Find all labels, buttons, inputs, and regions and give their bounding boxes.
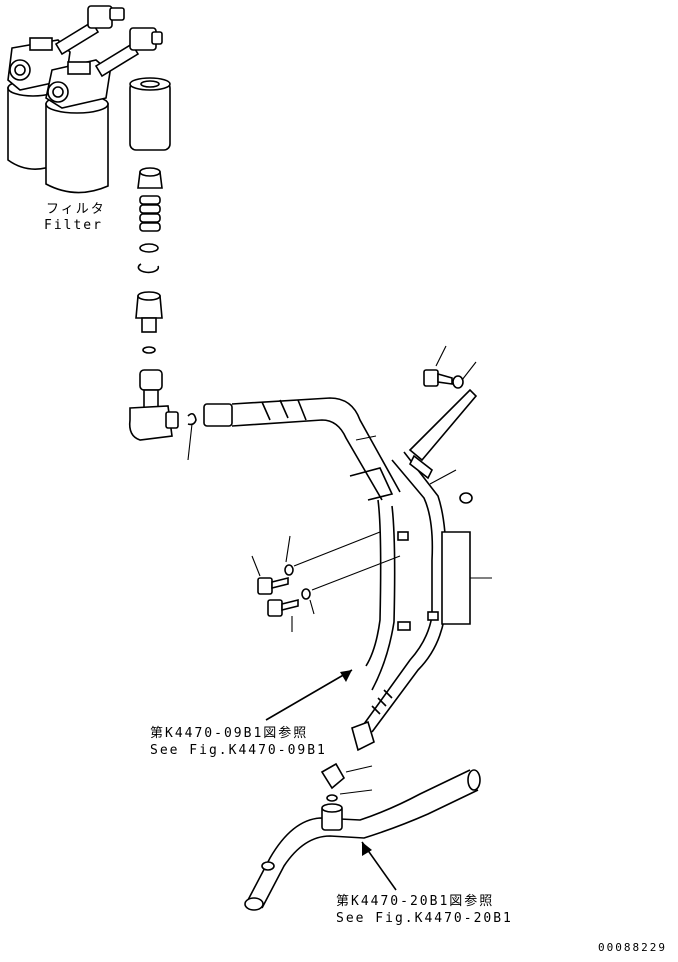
bolts-group (251, 531, 401, 632)
reference-label-1-jp: 第K4470-09B1図参照 (150, 726, 309, 741)
filter-label-en: Filter (44, 218, 103, 233)
reference-label-1-en: See Fig.K4470-09B1 (150, 743, 327, 758)
filter-assembly (7, 5, 163, 194)
filter-label-jp: フィルタ (46, 202, 106, 217)
reference-label-2-en: See Fig.K4470-20B1 (336, 911, 513, 926)
reference-arrows (265, 669, 397, 891)
main-hose (203, 397, 447, 752)
drawing-number: 00088229 (598, 941, 667, 954)
reference-label-2-jp: 第K4470-20B1図参照 (336, 894, 495, 909)
bottom-pipe (244, 762, 481, 911)
bracket-group (397, 345, 492, 631)
fitting-stack (128, 77, 197, 461)
